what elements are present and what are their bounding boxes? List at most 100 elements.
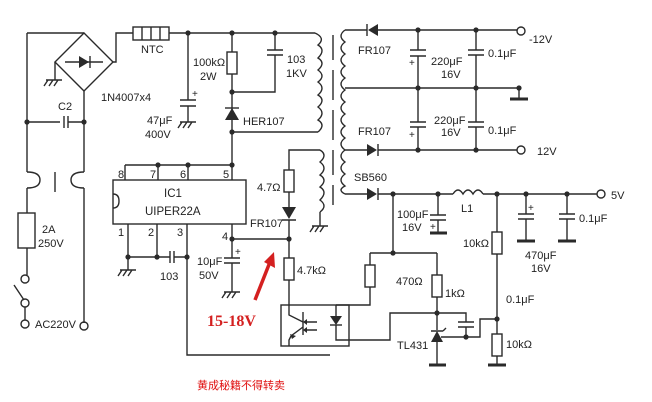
neg12-cap2-value: 0.1μF (488, 48, 517, 60)
svg-text:+: + (528, 203, 534, 214)
optocoupler (280, 287, 437, 347)
svg-text:+: + (235, 247, 241, 258)
ntc-label: NTC (141, 44, 164, 56)
opto-res-label: 470Ω (396, 276, 423, 288)
ground-icon (43, 62, 62, 87)
aux-resistor (283, 169, 295, 193)
divider-bottom-resistor (491, 333, 503, 357)
fuse-voltage-label: 250V (38, 238, 64, 250)
pos12-cap-voltage: 16V (441, 127, 461, 139)
feedback-network: 470Ω 1kΩ TL431 10kΩ 0.1μF 10kΩ (364, 194, 535, 367)
output-5v: SB560 + 100μF 16V L1 5V + 470μF 16V 0.1μ… (345, 172, 625, 275)
vdd-cap-value: 10μF (197, 256, 223, 268)
c2-capacitor (27, 116, 84, 128)
svg-text:+: + (409, 58, 415, 69)
bulk-cap-voltage: 400V (145, 129, 171, 141)
inductor-l1 (452, 189, 484, 196)
5v-in-cap-voltage: 16V (402, 222, 422, 234)
bridge-label: 1N4007x4 (101, 92, 151, 104)
pos12-cap2-value: 0.1μF (488, 125, 517, 137)
divider-bottom-label: 10kΩ (506, 339, 532, 351)
pin-8-label: 8 (118, 169, 124, 181)
flyback-transformer (288, 29, 347, 233)
neg12-cap-value: 220μF (431, 56, 463, 68)
neg12-diode-label: FR107 (358, 45, 391, 57)
fuse-current-label: 2A (42, 224, 56, 236)
bulk-cap-value: 47μF (147, 115, 173, 127)
ic1-uiper22a: IC1 UIPER22A 8 7 6 5 1 2 3 4 103 + 10μF … (112, 162, 330, 356)
common-mode-choke-icon (26, 171, 85, 323)
svg-text:+: + (192, 89, 198, 100)
c2-label: C2 (58, 101, 72, 113)
pos12-cap-value: 220μF (434, 115, 466, 127)
terminal-neg12v (516, 26, 526, 36)
pin-3-label: 3 (177, 227, 183, 239)
aux-res-label: 4.7Ω (257, 182, 281, 194)
aux-diode (282, 207, 296, 219)
aux-diode-label: FR107 (250, 218, 283, 230)
snubber-res-power: 2W (200, 71, 217, 83)
pin-5-label: 5 (223, 169, 229, 181)
ntc-thermistor (132, 26, 315, 41)
5v-input-cap (430, 194, 446, 232)
pin-6-label: 6 (180, 169, 186, 181)
5v-out-cap-voltage: 16V (531, 263, 551, 275)
5v-label: 5V (611, 190, 625, 202)
pos12v-label: 12V (537, 146, 557, 158)
watermark-text: 黄成秘籍不得转卖 (197, 378, 285, 392)
fuse (17, 212, 36, 249)
tl431-label: TL431 (397, 340, 428, 352)
ground-icon (309, 212, 328, 233)
terminal-5v (596, 189, 606, 199)
ac-input-section: C2 1N4007x4 NTC 2A 2 5 (13, 26, 315, 331)
neg12v-label: -12V (529, 34, 553, 46)
aux-bottom-resistor (283, 257, 295, 281)
pin-7-label: 7 (150, 169, 156, 181)
ac-terminal (79, 321, 89, 331)
5v-diode-label: SB560 (354, 172, 387, 184)
output-neg12v: -12V FR107 + 220μF 16V 0.1μF (345, 24, 553, 101)
ref-resistor (431, 274, 443, 298)
snubber-cap-voltage: 1KV (286, 68, 307, 80)
divider-top-label: 10kΩ (463, 238, 489, 250)
5v-out-cap-value: 470μF (525, 250, 557, 262)
5v-in-cap-value: 100μF (397, 209, 429, 221)
ground-icon (177, 121, 196, 129)
voltage-annotation: 15-18V (207, 313, 256, 330)
diode-pos12 (367, 144, 377, 156)
pin-4-label: 4 (222, 231, 228, 243)
pin-2-label: 2 (148, 227, 154, 239)
snubber-res-value: 100kΩ (193, 57, 225, 69)
pin-cap-label: 103 (160, 271, 178, 283)
power-switch (13, 274, 30, 329)
ac-input-label: AC220V (35, 319, 77, 331)
snubber-cap-value: 103 (287, 54, 305, 66)
annotation-arrow-icon (253, 261, 272, 301)
5v-out-cap2-value: 0.1μF (579, 213, 608, 225)
bridge-rectifier (43, 32, 133, 122)
bulk-capacitor (180, 33, 196, 122)
tl431-shunt-regulator (431, 331, 443, 342)
snubber-resistor (226, 51, 238, 75)
aux-supply: 4.7Ω FR107 4.7kΩ 15-18V (207, 169, 326, 330)
diode-neg12 (368, 24, 378, 36)
divider-top-resistor (491, 231, 503, 255)
comp-cap-label: 0.1μF (506, 294, 535, 306)
pin-1-label: 1 (118, 227, 124, 239)
svg-text:+: + (409, 130, 415, 141)
output-pos12v: + 220μF 16V 0.1μF 12V FR107 (345, 88, 557, 158)
diode-5v (367, 188, 377, 200)
aux-res-bottom-label: 4.7kΩ (297, 265, 326, 277)
inductor-label: L1 (461, 203, 473, 215)
comp-capacitor (437, 312, 474, 337)
pos12-diode-label: FR107 (358, 126, 391, 138)
snubber-capacitor (232, 33, 283, 93)
svg-text:+: + (430, 222, 436, 233)
ground-icon (117, 257, 136, 277)
ref-res-label: 1kΩ (445, 288, 465, 300)
ic1-name: IC1 (164, 188, 182, 200)
terminal-pos12v (516, 145, 526, 155)
primary-section: + 47μF 400V 100kΩ 2W 103 1KV HER107 (145, 30, 318, 165)
